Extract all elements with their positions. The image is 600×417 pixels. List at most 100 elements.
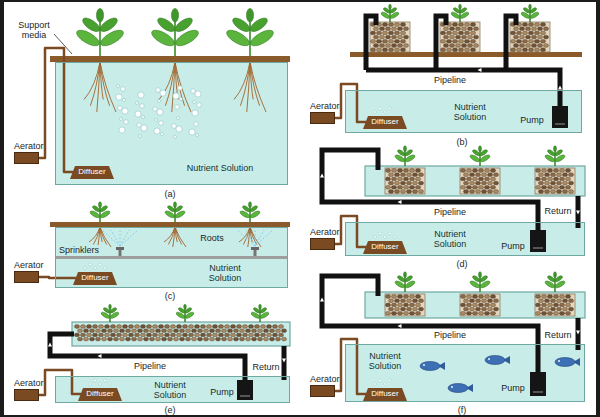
aerator: Aerator [14, 260, 44, 283]
spray [255, 230, 273, 246]
pebble [541, 169, 546, 173]
pebble [107, 329, 112, 333]
pipe [576, 196, 581, 228]
pebble [403, 27, 408, 31]
aerator-box [14, 389, 39, 401]
air-bubble [379, 232, 382, 235]
air-bubble [384, 111, 387, 114]
pebble [391, 169, 396, 173]
pebble [394, 190, 399, 194]
pebble [544, 173, 549, 177]
air-bubble [175, 105, 180, 110]
pebble [400, 39, 405, 43]
pebble [493, 307, 498, 311]
pebble [475, 181, 480, 185]
pebble [553, 177, 558, 181]
pebble [86, 333, 91, 337]
pebble [531, 27, 536, 31]
diffuser-label: Diffuser [73, 272, 117, 285]
air-bubble [379, 379, 382, 382]
pebble [382, 48, 387, 52]
pebble [409, 177, 414, 181]
air-bubble [117, 85, 120, 88]
pebble [221, 337, 226, 341]
pebble [544, 190, 549, 194]
pebble [173, 329, 178, 333]
pipe [436, 16, 446, 70]
aerator-label: Aerator [310, 227, 340, 237]
pebble [77, 329, 82, 333]
pebble [194, 333, 199, 337]
root [97, 62, 100, 112]
pebble [137, 337, 142, 341]
pebble [397, 311, 402, 315]
pebble [158, 325, 163, 329]
pebble [406, 299, 411, 303]
pebble [388, 48, 393, 52]
pebble [173, 337, 178, 341]
pebble [556, 299, 561, 303]
pebble [385, 303, 390, 307]
net-pot [535, 168, 575, 194]
pebble [110, 325, 115, 329]
pump-detail [555, 123, 565, 125]
pebble [382, 31, 387, 35]
pebble [487, 190, 492, 194]
pebble [233, 329, 238, 333]
pebble [388, 299, 393, 303]
flow-arrow [478, 68, 482, 72]
sprinkler-pipe [55, 256, 288, 259]
pebble [553, 185, 558, 189]
root [98, 227, 100, 247]
pipe [366, 70, 560, 106]
pebble [461, 35, 466, 39]
pebble [394, 307, 399, 311]
pebble [194, 325, 199, 329]
pebble [382, 23, 387, 27]
pebble [403, 311, 408, 315]
pebble [463, 307, 468, 311]
pebble [370, 39, 375, 43]
fish-body [485, 356, 505, 365]
air-bubble [177, 117, 180, 120]
air-bubble [94, 379, 97, 382]
plant-leaf [171, 8, 178, 22]
pebble [525, 27, 530, 31]
pebble [478, 169, 483, 173]
pebble [481, 307, 486, 311]
pebble [472, 311, 477, 315]
pebble [137, 329, 142, 333]
pebble [397, 303, 402, 307]
diffuser-label: Diffuser [363, 116, 407, 129]
pebble [472, 295, 477, 299]
pebble [412, 173, 417, 177]
pump-label: Pump [209, 387, 235, 397]
pebble [394, 181, 399, 185]
pebble [519, 27, 524, 31]
pebble [406, 173, 411, 177]
pebble [400, 181, 405, 185]
pebble [275, 329, 280, 333]
pebble [176, 333, 181, 337]
pebble [493, 299, 498, 303]
air-bubble [379, 107, 382, 110]
sprinkler-head [116, 247, 124, 250]
pebble [391, 44, 396, 48]
aerator-box [14, 271, 39, 283]
pebble [452, 39, 457, 43]
air-bubble [173, 93, 179, 99]
flow-arrow [48, 343, 52, 347]
pebble [203, 329, 208, 333]
pipe-label: Pipeline [434, 75, 466, 85]
air-bubble [194, 122, 199, 127]
diffuser-body [363, 241, 407, 254]
pebble [449, 44, 454, 48]
pebble [460, 303, 465, 307]
pebble [540, 31, 545, 35]
pebble [440, 48, 445, 52]
pump-label: Pump [500, 241, 526, 251]
pebble [95, 337, 100, 341]
pebble [481, 181, 486, 185]
pebble [257, 329, 262, 333]
